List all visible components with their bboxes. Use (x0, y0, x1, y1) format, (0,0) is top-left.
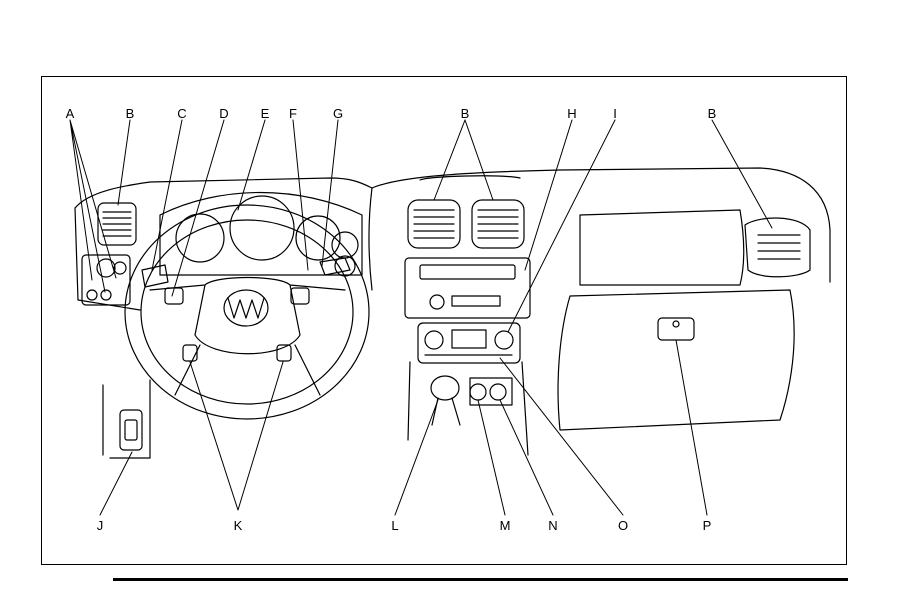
label-p: P (703, 518, 712, 533)
label-c: C (177, 106, 186, 121)
climate-controls (418, 323, 520, 363)
hood-release (120, 410, 142, 450)
label-e: E (261, 106, 270, 121)
callout-labels: A B C D E F G B H I B J K L M N O P (66, 106, 717, 533)
label-a: A (66, 106, 75, 121)
label-m: M (500, 518, 511, 533)
label-l: L (391, 518, 398, 533)
label-o: O (618, 518, 628, 533)
steering-column-levers (142, 258, 350, 287)
audio-system (405, 258, 530, 318)
label-i: I (613, 106, 617, 121)
glove-box-area (558, 210, 810, 430)
label-b-right: B (708, 106, 717, 121)
left-air-vent (98, 203, 136, 245)
label-d: D (219, 106, 228, 121)
label-g: G (333, 106, 343, 121)
center-air-vents (408, 200, 524, 248)
label-b-left: B (126, 106, 135, 121)
steering-wheel (125, 205, 369, 419)
label-j: J (97, 518, 104, 533)
label-k: K (234, 518, 243, 533)
label-b-center: B (461, 106, 470, 121)
shift-lever-console (408, 362, 528, 455)
label-h: H (567, 106, 576, 121)
dashboard-outline (75, 168, 830, 458)
label-f: F (289, 106, 297, 121)
label-n: N (548, 518, 557, 533)
